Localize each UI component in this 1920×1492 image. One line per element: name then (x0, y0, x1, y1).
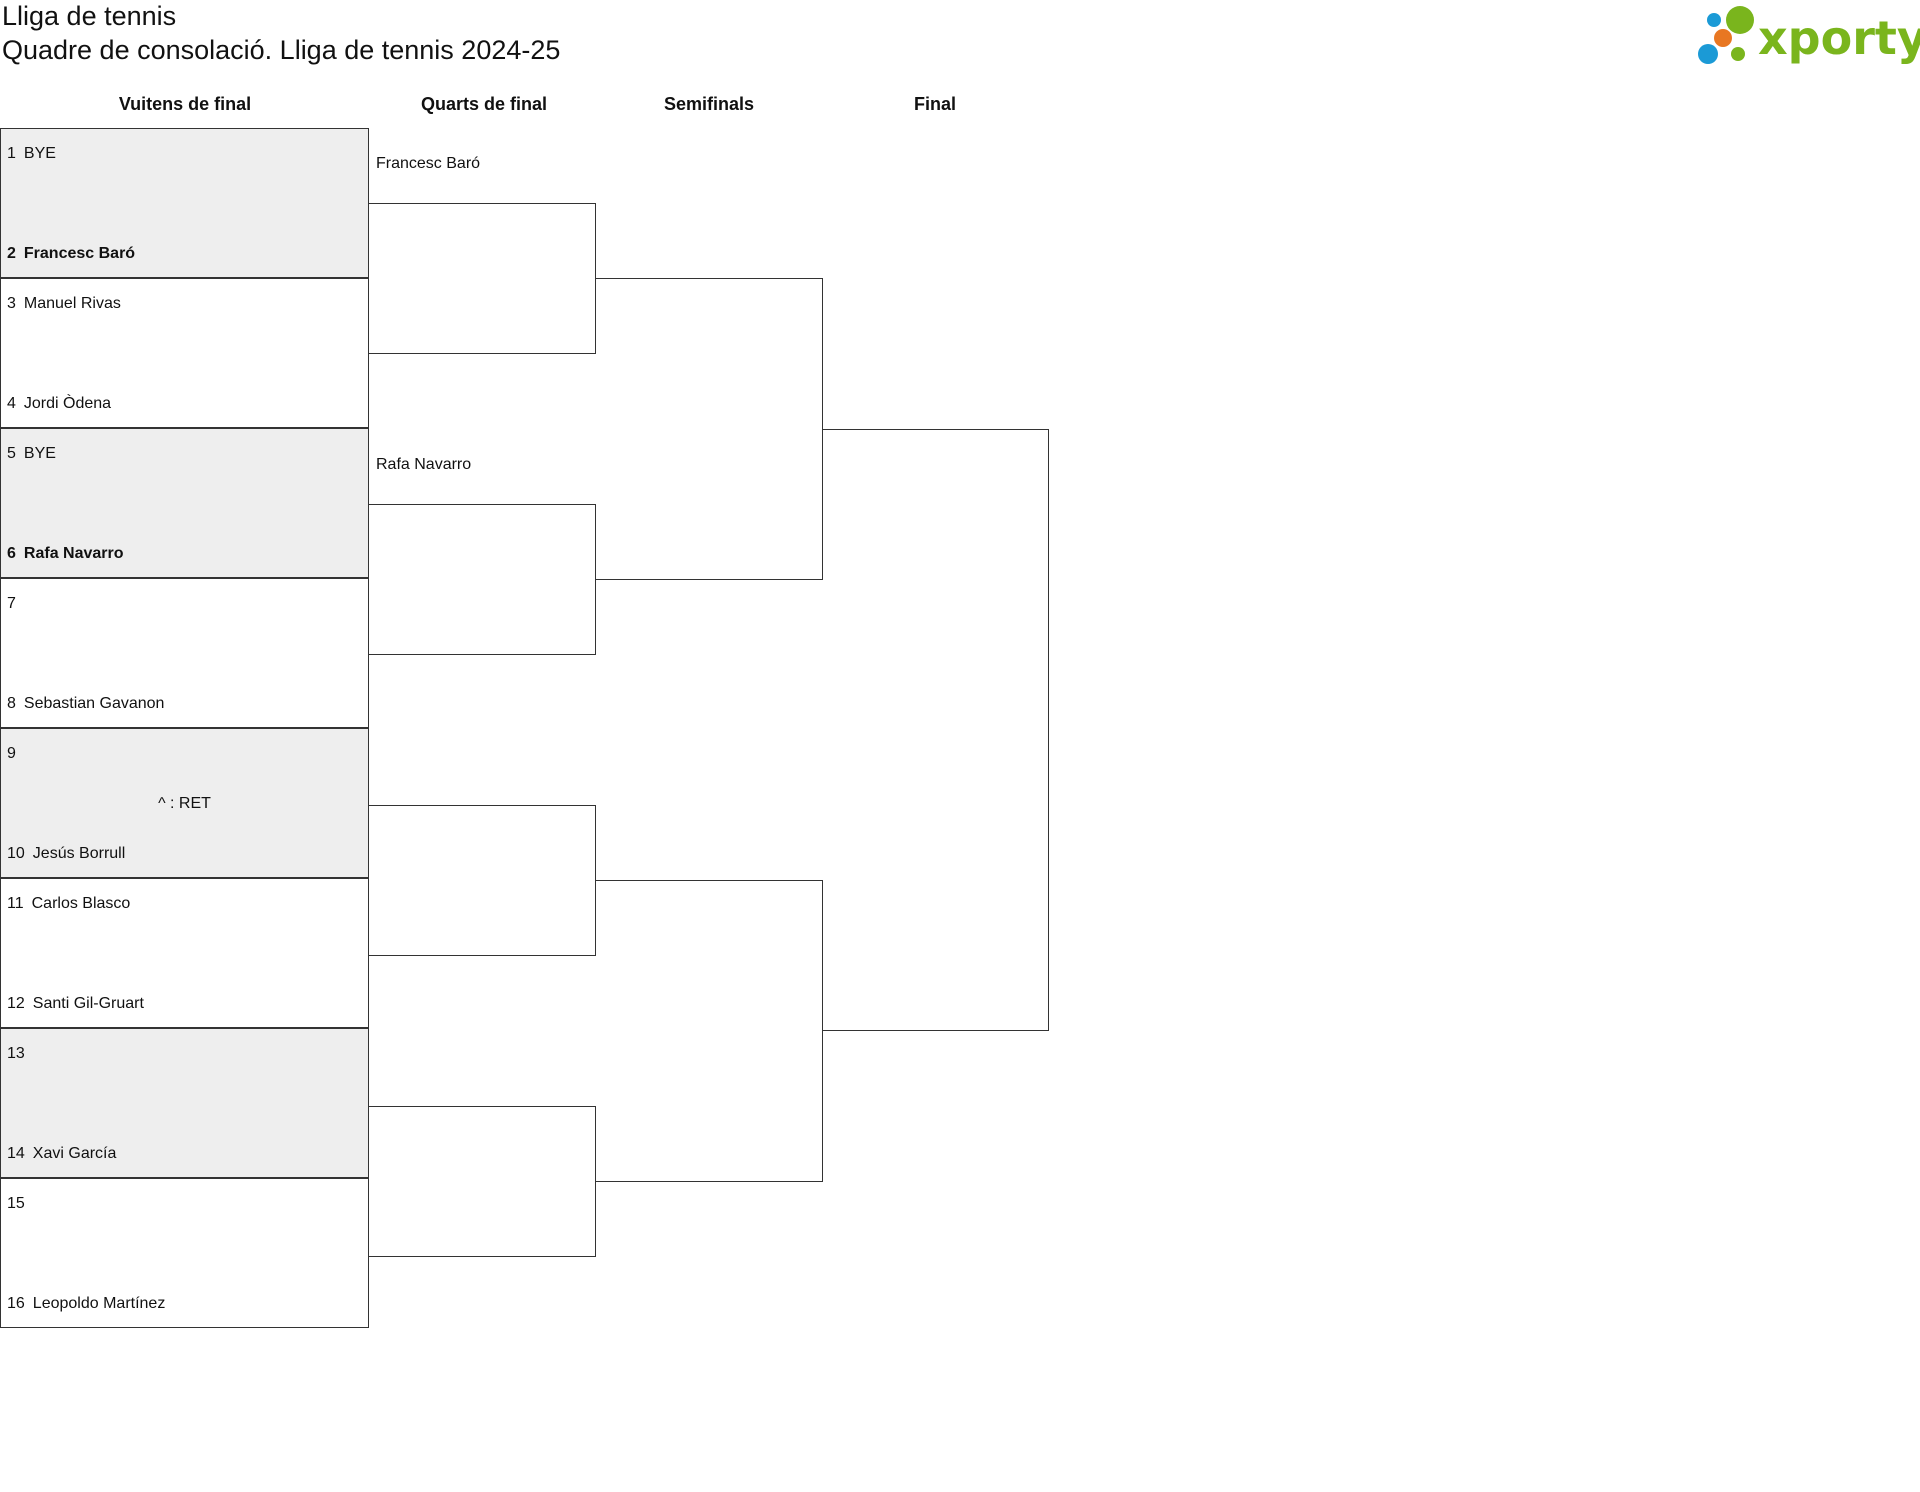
player-seed: 3 (7, 295, 16, 312)
player-seed: 5 (7, 445, 16, 462)
player-seed: 6 (7, 545, 16, 562)
player-entry: 8 Sebastian Gavanon (7, 695, 164, 713)
player-entry: 11 Carlos Blasco (7, 895, 130, 913)
match-box: 3 Manuel Rivas 4 Jordi Òdena (0, 278, 369, 428)
player-name: BYE (23, 145, 56, 162)
player-name: BYE (23, 445, 56, 462)
round-header-vuitens: Vuitens de final (118, 94, 252, 114)
player-seed: 8 (7, 695, 16, 712)
player-name: Manuel Rivas (23, 295, 121, 312)
match-box: 15 16 Leopoldo Martínez (0, 1178, 369, 1328)
player-seed: 14 (7, 1145, 25, 1162)
player-name: Santi Gil-Gruart (32, 995, 144, 1012)
sf-bracket-2 (596, 880, 823, 1182)
player-name: Carlos Blasco (31, 895, 131, 912)
player-name: Xavi García (32, 1145, 117, 1162)
player-entry: 4 Jordi Òdena (7, 395, 111, 413)
round-header-semifinals: Semifinals (663, 94, 755, 114)
player-seed: 4 (7, 395, 16, 412)
player-entry: 12 Santi Gil-Gruart (7, 995, 144, 1013)
player-seed: 11 (7, 895, 24, 912)
final-bracket (823, 429, 1049, 1031)
xporty-logo[interactable]: xporty (1690, 2, 1920, 68)
player-entry: 7 (7, 595, 24, 613)
player-seed: 10 (7, 845, 25, 862)
player-entry: 9 (7, 745, 24, 763)
logo-dot-green (1726, 6, 1754, 34)
match-box: 11 Carlos Blasco 12 Santi Gil-Gruart (0, 878, 369, 1028)
qf-bracket-1 (369, 203, 596, 354)
player-name: Jordi Òdena (23, 395, 112, 412)
player-name: Sebastian Gavanon (23, 695, 165, 712)
player-entry: 14 Xavi García (7, 1145, 116, 1163)
match-box: 1 BYE 2 Francesc Baró (0, 128, 369, 278)
player-seed: 15 (7, 1195, 25, 1212)
player-name: Rafa Navarro (23, 545, 124, 562)
player-entry: 15 (7, 1195, 33, 1213)
player-entry: 6 Rafa Navarro (7, 545, 124, 563)
logo-dot-blue-small (1707, 13, 1721, 27)
player-entry: 16 Leopoldo Martínez (7, 1295, 165, 1313)
sf-bracket-1 (596, 278, 823, 580)
match-box: 9 10 Jesús Borrull ^ : RET (0, 728, 369, 878)
round-header-quarts: Quarts de final (420, 94, 548, 114)
player-entry: 2 Francesc Baró (7, 245, 135, 263)
player-entry: 1 BYE (7, 145, 56, 163)
qf-bracket-2 (369, 504, 596, 655)
qf-bracket-3 (369, 805, 596, 956)
player-entry: 13 (7, 1045, 33, 1063)
player-seed: 2 (7, 245, 16, 262)
logo-dot-orange (1714, 29, 1732, 47)
player-seed: 9 (7, 745, 16, 762)
player-seed: 7 (7, 595, 16, 612)
player-entry: 10 Jesús Borrull (7, 845, 125, 863)
match-box: 5 BYE 6 Rafa Navarro (0, 428, 369, 578)
player-seed: 12 (7, 995, 25, 1012)
logo-dot-blue (1698, 44, 1718, 64)
match-box: 13 14 Xavi García (0, 1028, 369, 1178)
page-title: Lliga de tennis (2, 1, 177, 31)
player-seed: 16 (7, 1295, 25, 1312)
player-name: Francesc Baró (23, 245, 136, 262)
logo-text: xporty (1758, 11, 1920, 65)
match-note: ^ : RET (158, 795, 211, 812)
player-entry: 5 BYE (7, 445, 56, 463)
qf-entrant-1: Francesc Baró (376, 155, 481, 172)
page-subtitle: Quadre de consolació. Lliga de tennis 20… (2, 35, 561, 65)
logo-dot-green-small (1731, 47, 1745, 61)
qf-bracket-4 (369, 1106, 596, 1257)
round-header-final: Final (913, 94, 957, 114)
player-name: Leopoldo Martínez (32, 1295, 166, 1312)
player-seed: 13 (7, 1045, 25, 1062)
player-entry: 3 Manuel Rivas (7, 295, 121, 313)
match-box: 7 8 Sebastian Gavanon (0, 578, 369, 728)
player-seed: 1 (7, 145, 16, 162)
qf-entrant-2: Rafa Navarro (376, 456, 472, 473)
player-name: Jesús Borrull (32, 845, 126, 862)
